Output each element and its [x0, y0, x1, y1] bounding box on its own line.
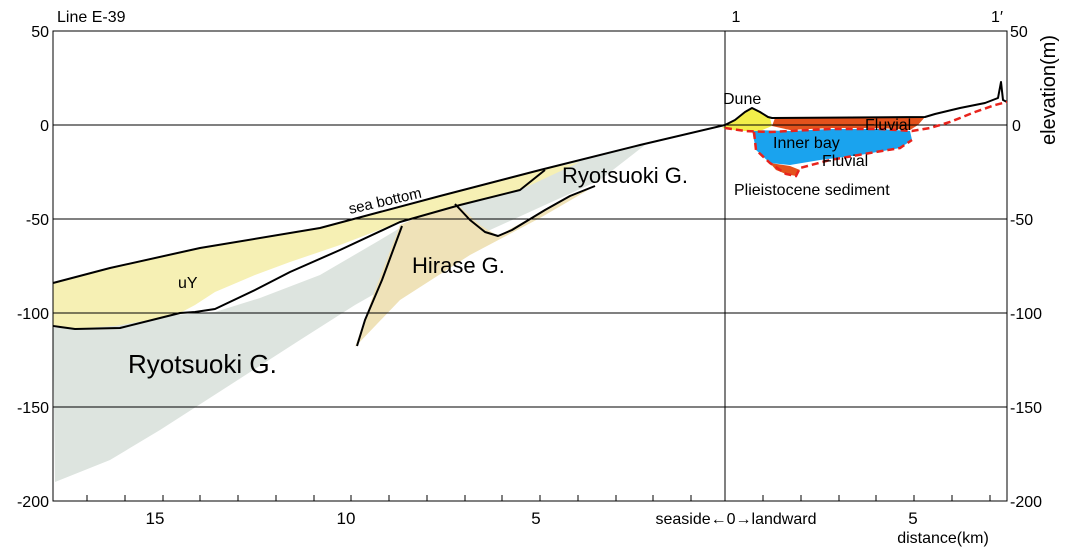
x-tick-5: 5 [531, 509, 540, 528]
y-tick-left-minus100: -100 [17, 306, 49, 323]
y-tick-left-minus200: -200 [17, 494, 49, 511]
x-tick-labels: 15 10 5 5 [146, 509, 918, 528]
x-tick-15: 15 [146, 509, 165, 528]
section-start-mark: 1 [732, 9, 741, 26]
line-label: Line E-39 [57, 9, 126, 26]
y-tick-right-50: 50 [1010, 24, 1028, 41]
inner-bay-label: Inner bay [773, 135, 840, 152]
uy-base-line [52, 169, 546, 330]
y-tick-left-50: 50 [31, 24, 49, 41]
right-ticks [1000, 30, 1007, 502]
plot-frame [52, 30, 1008, 502]
section-end-mark: 1′ [991, 9, 1003, 26]
y-tick-right-minus50: -50 [1010, 212, 1033, 229]
x-tick-landward-5: 5 [908, 509, 917, 528]
hirase-trough-line [454, 185, 596, 237]
fault-line [356, 225, 403, 347]
pleistocene-label: Plieistocene sediment [734, 182, 890, 199]
uy-unit-fill [53, 162, 580, 329]
origin-label: seaside←0→landward [656, 511, 817, 528]
y-axis-label: elevation(m) [1038, 35, 1060, 145]
inner-bay-fill [752, 129, 912, 165]
dune-label: Dune [723, 91, 761, 108]
x-tick-10: 10 [337, 509, 356, 528]
y-tick-left-0: 0 [40, 118, 49, 135]
hirase-unit-fill [355, 186, 595, 347]
y-tick-labels-right: 50 0 -50 -100 -150 -200 [1010, 24, 1042, 511]
x-axis-label: distance(km) [897, 530, 989, 547]
ryotsuoki-main-label: Ryotsuoki G. [128, 349, 277, 379]
fluvial-lower-label: Fluvial [822, 153, 868, 170]
y-tick-right-minus100: -100 [1010, 306, 1042, 323]
unit-boundaries [52, 124, 726, 347]
fluvial-upper-label: Fluvial [865, 117, 911, 134]
y-tick-right-0: 0 [1012, 118, 1021, 135]
ryotsuoki-unit-fill [53, 145, 645, 482]
left-ticks [53, 30, 60, 502]
inner-bay-boundary-line [752, 131, 913, 178]
y-tick-right-minus150: -150 [1010, 400, 1042, 417]
y-tick-right-minus200: -200 [1010, 494, 1042, 511]
fluvial-upper-fill [772, 117, 925, 130]
y-tick-left-minus50: -50 [26, 212, 49, 229]
y-tick-left-minus150: -150 [17, 400, 49, 417]
fluvial-lower-fill [770, 163, 800, 176]
sea-bottom-line [52, 124, 726, 284]
y-tick-labels-left: 50 0 -50 -100 -150 -200 [17, 24, 49, 511]
pleistocene-boundary-line [724, 100, 1008, 134]
ryotsuoki-upper-label: Ryotsuoki G. [562, 163, 688, 188]
hirase-label: Hirase G. [412, 253, 505, 278]
uy-label: uY [178, 275, 198, 292]
bottom-ticks [86, 495, 991, 501]
landward-surface-line [724, 81, 1008, 126]
